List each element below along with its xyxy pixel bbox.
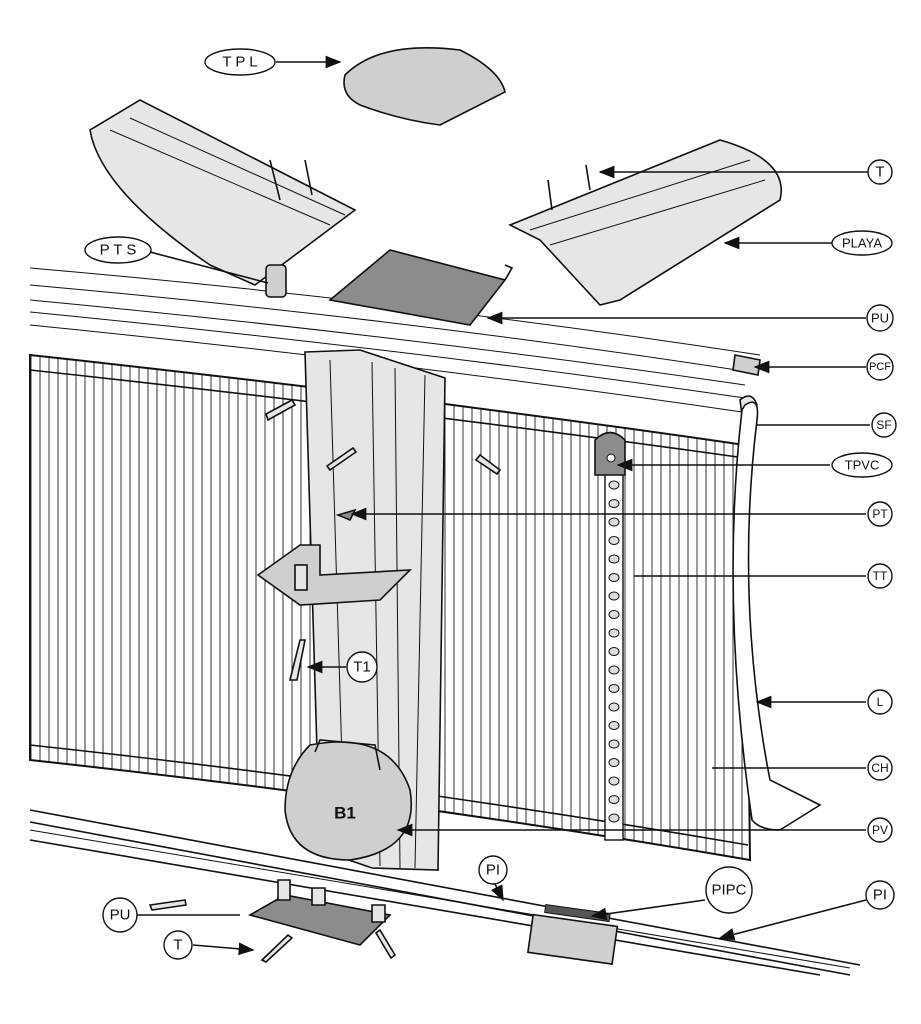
label-tpl: T P L [204,48,276,76]
leader-lines [137,55,870,956]
svg-text:T: T [875,164,884,181]
tt-hole [608,591,620,601]
tt-hole [608,813,620,823]
svg-text:PU: PU [871,311,889,326]
svg-text:T P L: T P L [222,54,257,71]
label-t1: T1 [346,651,378,683]
pipc-connector [526,913,619,965]
tt-hole [608,739,620,749]
tt-hole [608,647,620,656]
svg-text:CH: CH [871,761,888,775]
pts-sleeve [265,264,287,298]
svg-text:PIPC: PIPC [711,882,746,899]
svg-text:PT: PT [872,507,888,521]
tt-hole [608,628,620,638]
svg-text:PU: PU [110,907,131,924]
svg-text:T1: T1 [353,659,371,676]
svg-text:PLAYA: PLAYA [842,236,882,251]
tt-hole [608,702,620,712]
label-pi-right: PI [865,880,895,910]
tt-hole [608,610,620,619]
bottom-screw [148,899,187,911]
label-playa: PLAYA [831,230,893,256]
top-rail-end-pcf [732,354,761,376]
tpl-cap [343,47,506,126]
svg-text:PV: PV [872,823,888,837]
tt-hole [608,665,620,675]
tt-hole [608,517,620,527]
label-t-top: T [867,159,893,185]
tt-holes [608,480,620,823]
tt-hole [608,795,620,804]
tt-hole [608,480,620,490]
label-sf: SF [871,412,897,438]
label-pts: P T S [84,236,152,264]
tt-hole [608,554,620,564]
top-cover-right [508,139,782,306]
label-pi-left: PI [478,855,508,885]
tt-hole [608,536,620,545]
svg-text:PI: PI [486,862,500,879]
svg-text:T: T [173,937,182,954]
tt-hole [608,758,620,767]
svg-text:SF: SF [876,418,891,432]
tt-hole [608,499,620,508]
label-tpvc: TPVC [831,452,893,478]
label-pv: PV [867,817,893,843]
pu-plate-top [328,249,507,326]
top-cover-left [89,99,357,286]
t1-screw [288,639,306,681]
tt-hole [608,721,620,730]
svg-text:TT: TT [873,569,888,583]
label-l: L [867,689,893,715]
label-pipc: PIPC [705,866,753,914]
label-b1: B1 [334,804,356,823]
pu-plate-bottom [247,894,392,946]
svg-text:L: L [877,695,884,709]
svg-text:P T S: P T S [100,242,137,259]
label-pu-bottom: PU [102,897,138,933]
tt-hole [608,684,620,693]
tt-hole [608,776,620,786]
tt-hole [608,573,620,582]
svg-text:TPVC: TPVC [845,458,880,473]
label-pcf: PCF [866,353,894,381]
label-ch: CH [867,755,893,781]
b1-shoe [284,741,412,861]
label-pu-top: PU [866,304,894,332]
label-tt: TT [867,563,893,589]
liner [732,401,822,831]
label-pt: PT [867,501,893,527]
svg-text:PCF: PCF [869,361,891,373]
svg-text:PI: PI [873,887,887,904]
label-t-bottom: T [163,930,193,960]
